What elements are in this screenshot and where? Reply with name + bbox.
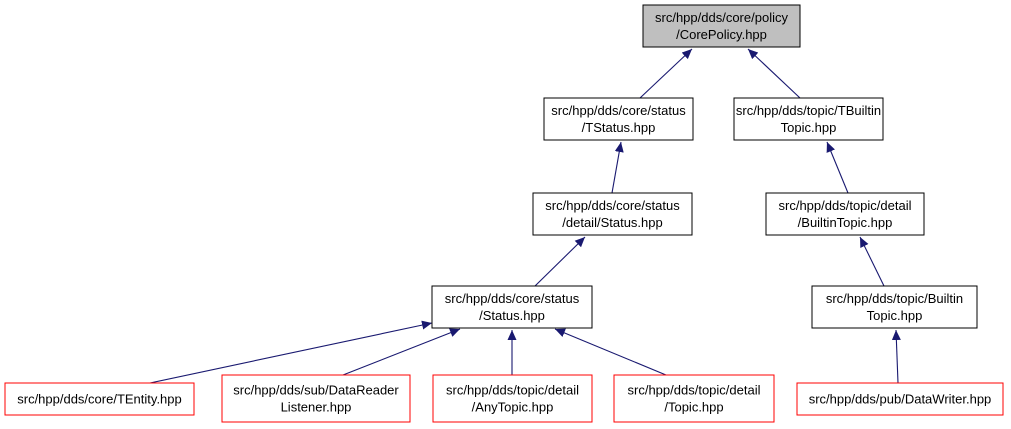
node-label-line: /TStatus.hpp	[582, 120, 656, 135]
node-label-line: src/hpp/dds/core/policy	[655, 10, 788, 25]
nodes: src/hpp/dds/core/policy/CorePolicy.hppsr…	[4, 4, 1004, 423]
edge-datareader-to-status	[342, 328, 461, 376]
node-label-line: src/hpp/dds/core/status	[445, 291, 580, 306]
node-box	[532, 192, 693, 236]
node-label-line: src/hpp/dds/topic/detail	[446, 383, 579, 398]
node-box	[431, 285, 593, 329]
edges	[149, 48, 901, 384]
node-status[interactable]: src/hpp/dds/core/status/Status.hpp	[431, 285, 593, 329]
node-box	[811, 285, 978, 329]
node-core-policy[interactable]: src/hpp/dds/core/policy/CorePolicy.hpp	[642, 4, 801, 48]
edge-detail_status-to-tstatus	[611, 141, 624, 194]
node-builtin[interactable]: src/hpp/dds/topic/BuiltinTopic.hpp	[811, 285, 978, 329]
edge-tstatus-to-core_policy	[639, 48, 693, 99]
node-label-line: src/hpp/dds/topic/TBuiltin	[736, 103, 881, 118]
node-topic[interactable]: src/hpp/dds/topic/detail/Topic.hpp	[613, 374, 775, 423]
node-box	[765, 192, 925, 236]
node-label-line: src/hpp/dds/sub/DataReader	[233, 383, 399, 398]
node-label-line: src/hpp/dds/core/TEntity.hpp	[17, 392, 182, 407]
edge-datawriter-to-builtin	[891, 329, 901, 384]
edge-tbuiltin-to-core_policy	[747, 48, 801, 99]
edge-status-to-detail_status	[534, 236, 586, 287]
node-label-line: /CorePolicy.hpp	[676, 27, 767, 42]
node-box	[4, 382, 195, 416]
node-box	[796, 382, 1004, 416]
node-label-line: Listener.hpp	[281, 400, 352, 415]
edge-topic-to-status	[554, 328, 667, 376]
node-label-line: src/hpp/dds/topic/detail	[628, 383, 761, 398]
node-label-line: src/hpp/dds/core/status	[545, 198, 680, 213]
node-detail-builtin[interactable]: src/hpp/dds/topic/detail/BuiltinTopic.hp…	[765, 192, 925, 236]
node-label-line: src/hpp/dds/topic/Builtin	[826, 291, 963, 306]
node-label-line: src/hpp/dds/pub/DataWriter.hpp	[809, 392, 992, 407]
node-box	[221, 374, 411, 423]
node-box	[642, 4, 801, 48]
edge-builtin-to-detail_builtin	[859, 236, 885, 287]
node-box	[543, 97, 694, 141]
node-tentity[interactable]: src/hpp/dds/core/TEntity.hpp	[4, 382, 195, 416]
node-label-line: Topic.hpp	[867, 308, 923, 323]
node-label-line: /BuiltinTopic.hpp	[798, 215, 893, 230]
node-anytopic[interactable]: src/hpp/dds/topic/detail/AnyTopic.hpp	[432, 374, 593, 423]
edge-detail_builtin-to-tbuiltin	[826, 141, 849, 194]
node-box	[613, 374, 775, 423]
edge-tentity-to-status	[149, 320, 433, 384]
node-label-line: /Status.hpp	[479, 308, 545, 323]
node-box	[733, 97, 884, 141]
node-label-line: /detail/Status.hpp	[562, 215, 662, 230]
node-label-line: src/hpp/dds/core/status	[551, 103, 686, 118]
node-label-line: /Topic.hpp	[664, 400, 723, 415]
node-tstatus[interactable]: src/hpp/dds/core/status/TStatus.hpp	[543, 97, 694, 141]
node-box	[432, 374, 593, 423]
node-datawriter[interactable]: src/hpp/dds/pub/DataWriter.hpp	[796, 382, 1004, 416]
node-label-line: /AnyTopic.hpp	[472, 400, 554, 415]
node-label-line: src/hpp/dds/topic/detail	[779, 198, 912, 213]
node-label-line: Topic.hpp	[781, 120, 837, 135]
node-detail-status[interactable]: src/hpp/dds/core/status/detail/Status.hp…	[532, 192, 693, 236]
